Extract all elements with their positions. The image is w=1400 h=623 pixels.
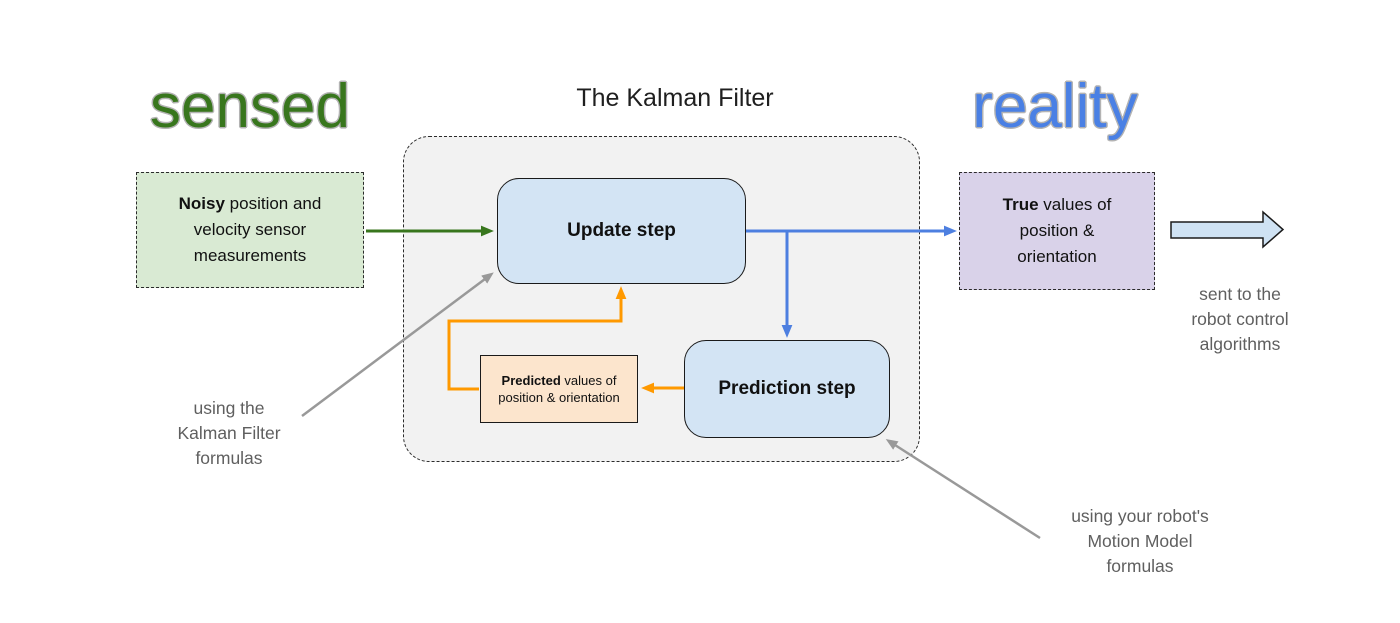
reality-heading: reality	[972, 72, 1138, 141]
motion-model-annotation: using your robot's Motion Model formulas	[1030, 504, 1250, 579]
update-step-label: Update step	[567, 220, 676, 241]
true-values-label: True values of position & orientation	[979, 192, 1135, 270]
predicted-bold-word: Predicted	[501, 373, 561, 388]
noisy-measurements-box: Noisy position and velocity sensor measu…	[136, 172, 364, 288]
annotation-line: using the	[193, 398, 265, 418]
true-rest-text: values of position & orientation	[1017, 195, 1112, 266]
update-step-box: Update step	[497, 178, 746, 284]
sent-to-robot-annotation: sent to the robot control algorithms	[1145, 282, 1335, 357]
annotation-line: Motion Model	[1087, 531, 1193, 551]
noisy-measurements-label: Noisy position and velocity sensor measu…	[154, 191, 346, 269]
prediction-step-label: Prediction step	[718, 378, 856, 399]
annotation-line: formulas	[1106, 556, 1174, 576]
annotation-line: algorithms	[1199, 334, 1281, 354]
annotation-line: sent to the	[1199, 284, 1281, 304]
predicted-values-box: Predicted values of position & orientati…	[480, 355, 638, 423]
sensed-heading: sensed	[150, 72, 350, 141]
annotation-line: Kalman Filter	[177, 423, 281, 443]
noisy-rest-text: position and velocity sensor measurement…	[193, 194, 322, 265]
true-bold-word: True	[1002, 195, 1039, 214]
noisy-bold-word: Noisy	[178, 194, 225, 213]
true-values-box: True values of position & orientation	[959, 172, 1155, 290]
diagram-title: The Kalman Filter	[576, 84, 774, 112]
annotation-line: robot control	[1191, 309, 1289, 329]
prediction-step-box: Prediction step	[684, 340, 890, 438]
annotation-line: formulas	[195, 448, 263, 468]
motion-model-pointer-arrow	[885, 439, 1041, 540]
kalman-formulas-annotation: using the Kalman Filter formulas	[129, 396, 329, 471]
annotation-line: using your robot's	[1071, 506, 1209, 526]
sent-to-robot-block-arrow-icon	[1170, 210, 1285, 249]
predicted-values-label: Predicted values of position & orientati…	[497, 372, 621, 406]
